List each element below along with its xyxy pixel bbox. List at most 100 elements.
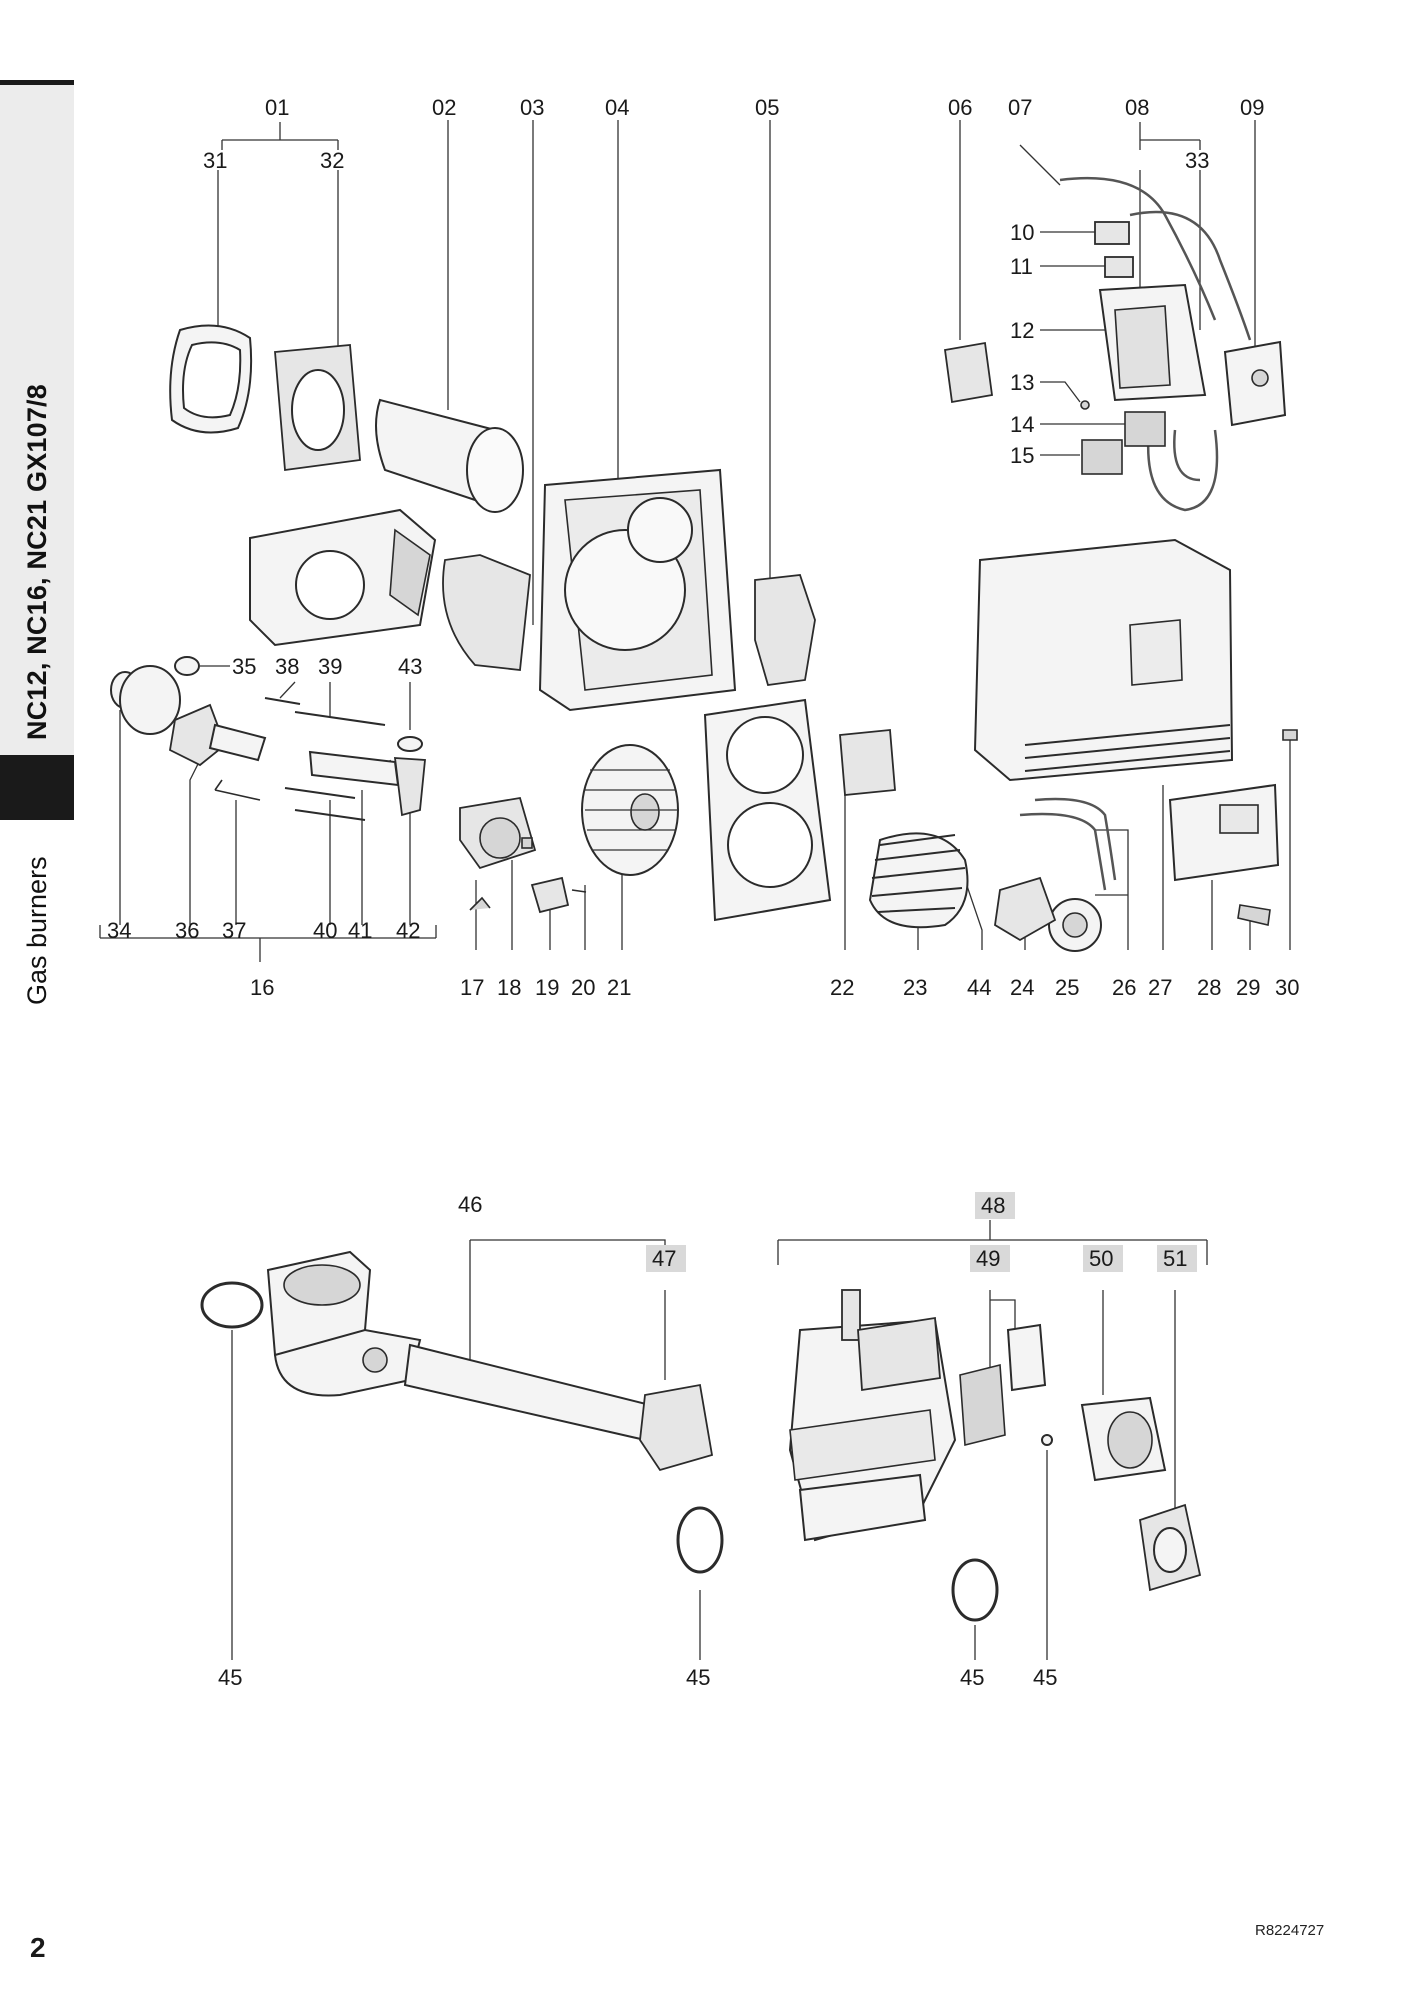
ring-43 bbox=[397, 736, 423, 752]
rod-41 bbox=[294, 809, 366, 821]
label-38: 38 bbox=[275, 654, 299, 679]
label-42: 42 bbox=[396, 918, 420, 943]
label-06: 06 bbox=[948, 95, 972, 120]
label-27: 27 bbox=[1148, 975, 1172, 1000]
rod-40 bbox=[284, 787, 356, 799]
label-20: 20 bbox=[571, 975, 595, 1000]
label-48: 48 bbox=[981, 1193, 1005, 1218]
label-22: 22 bbox=[830, 975, 854, 1000]
label-45-right: 45 bbox=[960, 1665, 984, 1690]
label-35: 35 bbox=[232, 654, 256, 679]
label-01: 01 bbox=[265, 95, 289, 120]
motor-23 bbox=[868, 832, 969, 929]
label-45-mid: 45 bbox=[686, 1665, 710, 1690]
label-51: 51 bbox=[1163, 1246, 1187, 1271]
leader-lines-lower bbox=[231, 1220, 1208, 1660]
component-06 bbox=[943, 341, 994, 404]
label-18: 18 bbox=[497, 975, 521, 1000]
label-30: 30 bbox=[1275, 975, 1299, 1000]
ring-35 bbox=[174, 656, 200, 676]
connector-10 bbox=[1094, 221, 1130, 245]
screw-18 bbox=[521, 837, 533, 849]
label-13: 13 bbox=[1010, 370, 1034, 395]
label-09: 09 bbox=[1240, 95, 1264, 120]
label-31: 31 bbox=[203, 148, 227, 173]
air-box-03 bbox=[442, 554, 531, 671]
gas-tube-42 bbox=[308, 750, 400, 787]
label-49: 49 bbox=[976, 1246, 1000, 1271]
label-10: 10 bbox=[1010, 220, 1034, 245]
label-40: 40 bbox=[313, 918, 337, 943]
label-23: 23 bbox=[903, 975, 927, 1000]
screw-13 bbox=[1080, 400, 1090, 410]
plug-14 bbox=[1124, 411, 1166, 447]
rod-39 bbox=[294, 711, 386, 726]
label-44: 44 bbox=[967, 975, 991, 1000]
screw-30 bbox=[1282, 729, 1298, 741]
label-50: 50 bbox=[1089, 1246, 1113, 1271]
label-41: 41 bbox=[348, 918, 372, 943]
label-28: 28 bbox=[1197, 975, 1221, 1000]
sidebar-marker-block bbox=[0, 755, 74, 820]
label-32: 32 bbox=[320, 148, 344, 173]
knob-29 bbox=[1237, 904, 1271, 926]
upper-assembly-parts bbox=[110, 176, 1298, 952]
o-ring-45-small bbox=[1041, 1434, 1053, 1446]
part-number-labels: 01 02 03 04 05 06 07 08 09 31 32 33 10 1… bbox=[107, 95, 1299, 1690]
rod-38 bbox=[264, 697, 301, 705]
diffuser-disc bbox=[119, 665, 181, 735]
fitting-47 bbox=[639, 1383, 714, 1472]
label-21: 21 bbox=[607, 975, 631, 1000]
label-37: 37 bbox=[222, 918, 246, 943]
label-14: 14 bbox=[1010, 412, 1034, 437]
hose-26 bbox=[1019, 812, 1107, 891]
plate-24 bbox=[994, 876, 1057, 942]
plug-15 bbox=[1081, 439, 1123, 475]
connector-11 bbox=[1104, 256, 1134, 278]
label-03: 03 bbox=[520, 95, 544, 120]
wiring-harness-07 bbox=[1059, 176, 1217, 321]
o-ring-45-mid bbox=[676, 1506, 724, 1574]
page-number: 2 bbox=[30, 1932, 46, 1963]
label-24: 24 bbox=[1010, 975, 1034, 1000]
label-07: 07 bbox=[1008, 95, 1032, 120]
label-11: 11 bbox=[1010, 254, 1033, 279]
label-39: 39 bbox=[318, 654, 342, 679]
label-16: 16 bbox=[250, 975, 274, 1000]
label-15: 15 bbox=[1010, 443, 1034, 468]
label-33: 33 bbox=[1185, 148, 1209, 173]
label-19: 19 bbox=[535, 975, 559, 1000]
o-ring-45-left bbox=[200, 1281, 264, 1329]
burner-cover-27 bbox=[973, 538, 1234, 782]
component-19 bbox=[530, 876, 570, 914]
lower-assembly-parts bbox=[200, 1250, 1202, 1622]
label-26: 26 bbox=[1112, 975, 1136, 1000]
o-ring-45-right bbox=[951, 1558, 999, 1622]
transformer-22 bbox=[839, 729, 896, 796]
label-12: 12 bbox=[1010, 318, 1034, 343]
label-47: 47 bbox=[652, 1246, 676, 1271]
electrode-37 bbox=[214, 779, 261, 801]
label-36: 36 bbox=[175, 918, 199, 943]
label-43: 43 bbox=[398, 654, 422, 679]
label-29: 29 bbox=[1236, 975, 1260, 1000]
label-45-left: 45 bbox=[218, 1665, 242, 1690]
label-02: 02 bbox=[432, 95, 456, 120]
screw-20 bbox=[571, 889, 587, 893]
label-04: 04 bbox=[605, 95, 629, 120]
sidebar-title-panel bbox=[0, 85, 74, 755]
label-34: 34 bbox=[107, 918, 131, 943]
filter-49 bbox=[959, 1363, 1006, 1447]
label-25: 25 bbox=[1055, 975, 1079, 1000]
stabilizer-36 bbox=[169, 703, 227, 767]
sidebar-top-rule bbox=[0, 80, 74, 85]
label-05: 05 bbox=[755, 95, 779, 120]
label-17: 17 bbox=[460, 975, 484, 1000]
label-highlights bbox=[646, 1192, 1197, 1272]
label-45-small: 45 bbox=[1033, 1665, 1057, 1690]
document-reference: R8224727 bbox=[1255, 1922, 1325, 1939]
label-46: 46 bbox=[458, 1192, 482, 1217]
label-08: 08 bbox=[1125, 95, 1149, 120]
control-bracket-05 bbox=[754, 574, 816, 686]
